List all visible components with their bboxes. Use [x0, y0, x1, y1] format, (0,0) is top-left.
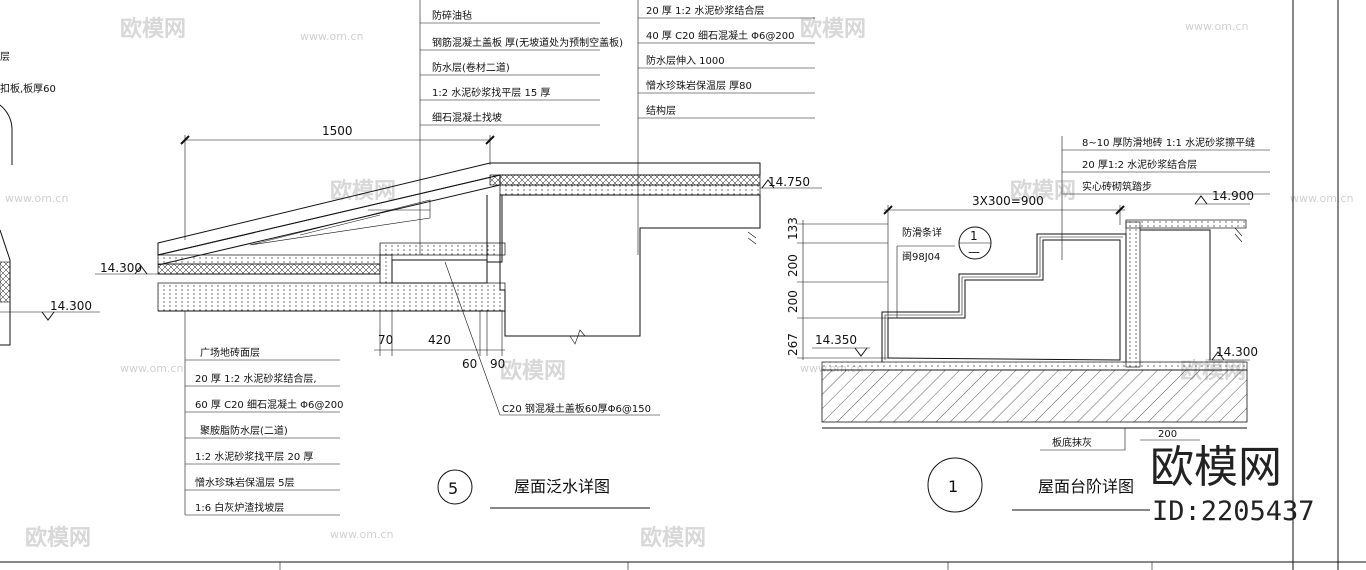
detail-number: 5	[448, 479, 458, 498]
upper-note-right-3: 防水层伸入 1000	[646, 54, 725, 67]
detail-number-circle-right	[927, 457, 983, 513]
dim-133: 133	[786, 217, 800, 240]
detail-roof-flashing: 防碎油毡 钢筋混凝土盖板 厚(无坡道处为预制空盖板) 防水层(卷材二道) 1:2…	[95, 0, 822, 516]
detail-roof-steps: 8~10 厚防滑地砖 1:1 水泥砂浆擦平缝 20 厚1:2 水泥砂浆结合层 实…	[786, 136, 1270, 513]
lower-note-6: 憎水珍珠岩保温层 5层	[195, 476, 295, 489]
elev-14750: 14.750	[768, 175, 810, 189]
watermark-brand: 欧模网	[800, 16, 866, 42]
dim-420: 420	[428, 333, 451, 347]
watermark-url: www.om.cn	[1185, 20, 1248, 33]
antislip-ref: 闽98J04	[902, 250, 940, 263]
upper-note-left-3: 防水层(卷材二道)	[432, 61, 510, 74]
brand-id: ID:2205437	[1152, 496, 1315, 527]
slab-note: C20 钢混凝土盖板60厚Φ6@150	[502, 402, 651, 415]
elev-14300-right: 14.300	[1216, 345, 1258, 359]
dim-200b: 200	[786, 290, 800, 313]
dim-60: 60	[462, 357, 477, 371]
lower-note-3: 60 厚 C20 细石混凝土 Φ6@200	[195, 398, 343, 411]
upper-note-right-4: 憎水珍珠岩保温层 厚80	[646, 79, 752, 92]
partial-note-1: 层	[0, 51, 10, 63]
ref-top: 1	[970, 229, 978, 243]
lower-note-7: 1:6 白灰炉渣找坡层	[195, 501, 284, 514]
ref-bottom: —	[968, 245, 980, 259]
watermark-brand: 欧模网	[330, 178, 396, 204]
detail-number-circle	[437, 469, 473, 505]
detail-number-right: 1	[948, 477, 958, 496]
elev-14300-left: 14.300	[50, 299, 92, 313]
dim-70: 70	[378, 333, 393, 347]
watermark-brand: 欧模网	[120, 16, 186, 42]
lower-note-1: 广场地砖面层	[200, 346, 260, 359]
upper-note-right-1: 20 厚 1:2 水泥砂浆结合层	[646, 4, 764, 17]
antislip-label: 防滑条详	[902, 226, 942, 239]
step-note-1: 8~10 厚防滑地砖 1:1 水泥砂浆擦平缝	[1082, 136, 1255, 149]
lower-note-4: 聚胺脂防水层(二道)	[200, 424, 288, 437]
detail-title: 屋面泛水详图	[514, 477, 610, 496]
lower-note-2: 20 厚 1:2 水泥砂浆结合层,	[195, 372, 317, 385]
step-note-3: 实心砖砌筑踏步	[1082, 180, 1152, 193]
watermark-brand: 欧模网	[500, 358, 566, 384]
partial-note-2: 扣板,板厚60	[0, 82, 56, 95]
upper-note-left-5: 细石混凝土找坡	[432, 111, 502, 124]
detail-title-right: 屋面台阶详图	[1038, 477, 1134, 496]
dim-3x300: 3X300=900	[972, 194, 1044, 208]
watermark-brand: 欧模网	[640, 525, 706, 551]
upper-note-left-4: 1:2 水泥砂浆找平层 15 厚	[432, 86, 550, 99]
step-note-2: 20 厚1:2 水泥砂浆结合层	[1082, 158, 1197, 171]
brand-overlay: 欧模网 ID:2205437	[1150, 442, 1315, 527]
watermark-url: www.om.cn	[5, 192, 68, 205]
watermark-url: www.om.cn	[1290, 192, 1353, 205]
upper-note-left-1: 防碎油毡	[432, 9, 472, 22]
watermark-brand: 欧模网	[1010, 178, 1076, 204]
elev-14350: 14.350	[815, 333, 857, 347]
upper-note-left-2: 钢筋混凝土盖板 厚(无坡道处为预制空盖板)	[432, 36, 623, 49]
watermark-url: www.om.cn	[300, 30, 363, 43]
watermark-url: www.om.cn	[120, 362, 183, 375]
lower-note-5: 1:2 水泥砂浆找平层 20 厚	[195, 450, 313, 463]
dim-90: 90	[490, 357, 505, 371]
upper-note-right-5: 结构层	[646, 104, 676, 117]
watermark-brand: 欧模网	[25, 525, 91, 551]
ceiling-plaster-note: 板底抹灰	[1052, 436, 1092, 449]
upper-note-right-2: 40 厚 C20 细石混凝土 Φ6@200	[646, 29, 794, 42]
dim-1500: 1500	[322, 124, 353, 138]
elev-14300: 14.300	[100, 261, 142, 275]
left-edge-partial-detail: 层 扣板,板厚60 14.300	[0, 51, 100, 346]
dim-200a: 200	[786, 254, 800, 277]
dim-267: 267	[786, 333, 800, 356]
brand-logo-text: 欧模网	[1150, 442, 1282, 493]
watermark-url: www.om.cn	[330, 528, 393, 541]
elev-14900: 14.900	[1212, 189, 1254, 203]
dim-200c: 200	[1158, 429, 1177, 440]
